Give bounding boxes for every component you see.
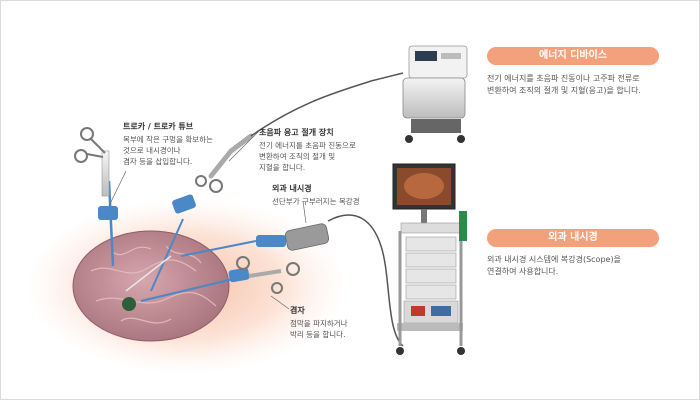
scope-label-title: 외과 내시경 bbox=[272, 184, 312, 193]
endoscope-title: 외과 내시경 bbox=[487, 229, 659, 247]
scope-label: 외과 내시경 선단부가 구부러지는 복강경 bbox=[272, 183, 360, 207]
forceps-label: 겸자 점막을 파지하거나 박리 등을 합니다. bbox=[290, 305, 348, 340]
ultrasonic-label-line-1: 전기 에너지를 초음파 진동으로 bbox=[259, 141, 356, 150]
forceps-label-line-2: 박리 등을 합니다. bbox=[290, 330, 346, 339]
forceps-label-title: 겸자 bbox=[290, 306, 305, 315]
endoscope-desc-line-2: 연결하여 사용합니다. bbox=[487, 267, 559, 276]
trocar-label-line-3: 겸자 등을 삽입합니다. bbox=[123, 157, 193, 166]
ultrasonic-label-line-2: 변환하여 조직의 절개 및 bbox=[259, 152, 336, 161]
energy-device-desc: 전기 에너지를 초음파 진동이나 고주파 전류로 변환하여 조직의 절개 및 지… bbox=[487, 73, 687, 97]
scope-label-line-1: 선단부가 구부러지는 복강경 bbox=[272, 197, 360, 206]
endoscope-tower bbox=[392, 163, 467, 355]
energy-device-title: 에너지 디바이스 bbox=[487, 47, 659, 65]
trocar-label-title: 트로카 / 트로카 튜브 bbox=[123, 122, 194, 131]
ultrasonic-label-title: 초음파 응고 절개 장치 bbox=[259, 128, 334, 137]
ultrasonic-device bbox=[150, 72, 404, 292]
energy-desc-line-1: 전기 에너지를 초음파 진동이나 고주파 전류로 bbox=[487, 74, 640, 83]
endoscope-desc: 외과 내시경 시스템에 복강경(Scope)을 연결하여 사용합니다. bbox=[487, 254, 687, 278]
trocar-instrument bbox=[74, 127, 118, 267]
forceps-instrument bbox=[125, 255, 300, 302]
pointer-lines bbox=[108, 130, 307, 310]
forceps-label-line-1: 점막을 파지하거나 bbox=[290, 319, 348, 328]
energy-desc-line-2: 변환하여 조직의 절개 및 지혈(응고)을 합니다. bbox=[487, 86, 641, 95]
trocar-label-line-1: 복부에 작은 구멍을 확보하는 bbox=[123, 135, 213, 144]
trocar-label: 트로카 / 트로카 튜브 복부에 작은 구멍을 확보하는 것으로 내시경이나 겸… bbox=[123, 121, 213, 167]
energy-generator bbox=[402, 45, 468, 143]
vessels bbox=[90, 245, 217, 324]
trocar-label-line-2: 것으로 내시경이나 bbox=[123, 146, 181, 155]
target-tissue bbox=[122, 297, 136, 311]
laparoscope bbox=[180, 214, 404, 347]
ultrasonic-label: 초음파 응고 절개 장치 전기 에너지를 초음파 진동으로 변환하여 조직의 절… bbox=[259, 127, 356, 173]
ultrasonic-label-line-3: 지혈을 합니다. bbox=[259, 163, 306, 172]
endoscope-desc-line-1: 외과 내시경 시스템에 복강경(Scope)을 bbox=[487, 255, 621, 264]
